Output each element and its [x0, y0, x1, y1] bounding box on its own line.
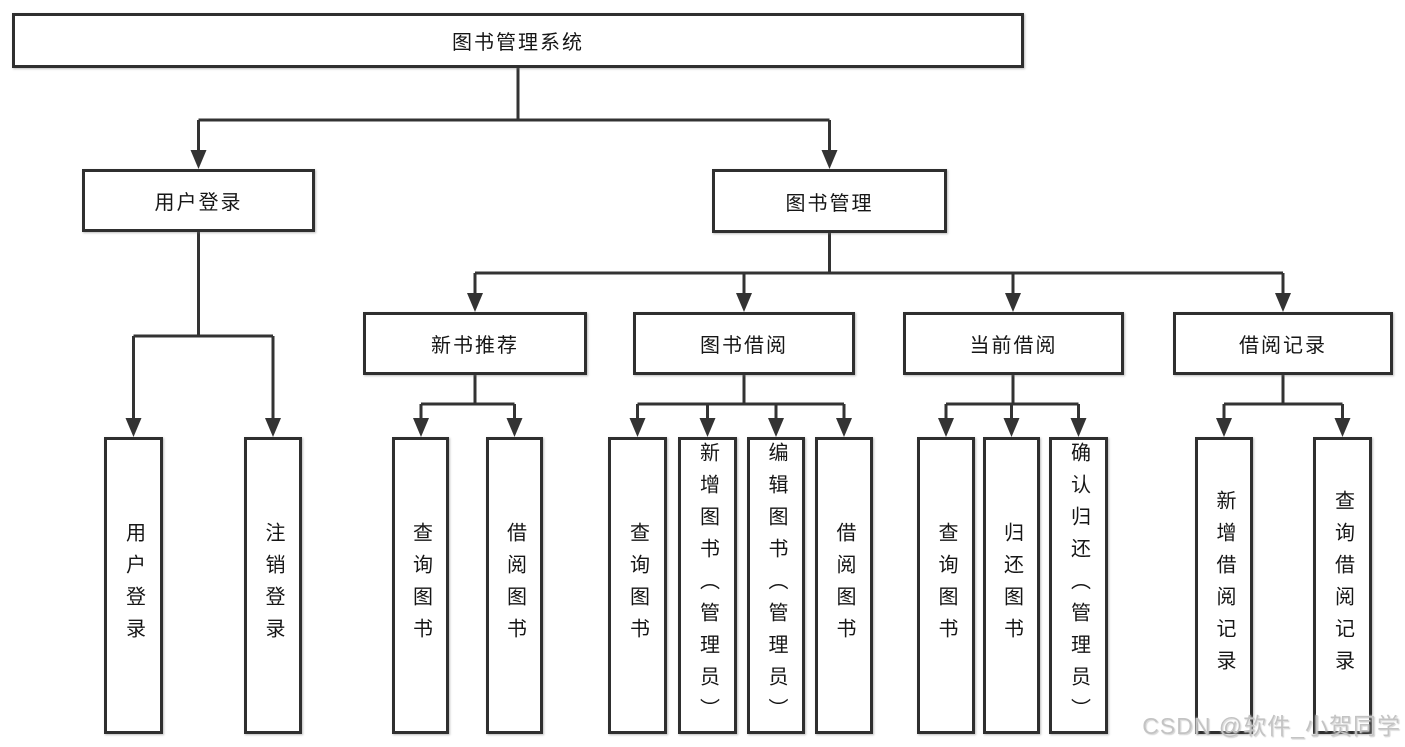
leaf-query-books-rec: 查询图书 — [392, 437, 449, 734]
arrowheads-level3 — [467, 293, 1291, 312]
leaf-borrow-books: 借阅图书 — [815, 437, 873, 734]
leaf-label: 新增图书（管理员） — [696, 441, 719, 730]
node-label: 用户登录 — [154, 192, 243, 214]
node-new-book-recommend: 新书推荐 — [363, 312, 587, 375]
node-borrowing-records: 借阅记录 — [1173, 312, 1393, 375]
arrowheads-level2 — [190, 150, 838, 169]
arrowheads-leaves — [413, 418, 1351, 437]
node-system-root: 图书管理系统 — [12, 13, 1024, 68]
leaf-confirm-return-admin: 确认归还（管理员） — [1049, 437, 1108, 734]
leaf-label: 用户登录 — [122, 521, 145, 650]
leaf-query-books-current: 查询图书 — [917, 437, 975, 734]
leaf-user-login: 用户登录 — [104, 437, 163, 734]
node-user-login: 用户登录 — [82, 169, 315, 232]
node-book-management: 图书管理 — [712, 169, 947, 233]
arrowheads-user-login — [125, 418, 281, 437]
node-label: 新书推荐 — [431, 335, 519, 357]
node-label: 当前借阅 — [969, 335, 1058, 357]
node-book-borrowing: 图书借阅 — [633, 312, 855, 375]
leaf-label: 查询图书 — [935, 521, 957, 650]
leaf-add-borrow-record: 新增借阅记录 — [1195, 437, 1253, 734]
leaf-label: 编辑图书（管理员） — [765, 441, 787, 730]
connector-borrow-records-branch — [1222, 375, 1344, 420]
node-label: 图书借阅 — [700, 335, 788, 357]
leaf-return-books: 归还图书 — [983, 437, 1040, 734]
leaf-logout: 注销登录 — [244, 437, 302, 734]
leaf-borrow-books-rec: 借阅图书 — [486, 437, 543, 734]
leaf-add-books-admin: 新增图书（管理员） — [678, 437, 737, 734]
csdn-watermark: CSDN @软件_小贺同学 — [1142, 713, 1401, 739]
node-label: 图书管理系统 — [452, 32, 584, 54]
connector-current-borrow-branch — [944, 375, 1080, 420]
leaf-query-books-borrow: 查询图书 — [608, 437, 667, 734]
connector-new-book-rec-branch — [419, 375, 516, 420]
leaf-label: 查询借阅记录 — [1331, 489, 1354, 682]
connector-book-borrow-branch — [636, 375, 846, 420]
leaf-label: 归还图书 — [1000, 521, 1023, 650]
leaf-edit-books-admin: 编辑图书（管理员） — [747, 437, 805, 734]
connector-book-mgmt-branch — [473, 233, 1285, 295]
connector-root-branch — [197, 68, 831, 152]
leaf-label: 查询图书 — [626, 521, 649, 650]
leaf-label: 借阅图书 — [503, 521, 526, 650]
leaf-label: 查询图书 — [409, 521, 432, 650]
leaf-label: 注销登录 — [262, 521, 284, 650]
connector-user-login-branch — [132, 232, 275, 420]
node-current-borrowing: 当前借阅 — [903, 312, 1124, 375]
leaf-label: 借阅图书 — [833, 521, 855, 650]
leaf-label: 新增借阅记录 — [1213, 489, 1235, 682]
node-label: 图书管理 — [785, 192, 874, 215]
leaf-query-borrow-record: 查询借阅记录 — [1313, 437, 1372, 734]
node-label: 借阅记录 — [1239, 335, 1327, 357]
leaf-label: 确认归还（管理员） — [1067, 441, 1090, 730]
